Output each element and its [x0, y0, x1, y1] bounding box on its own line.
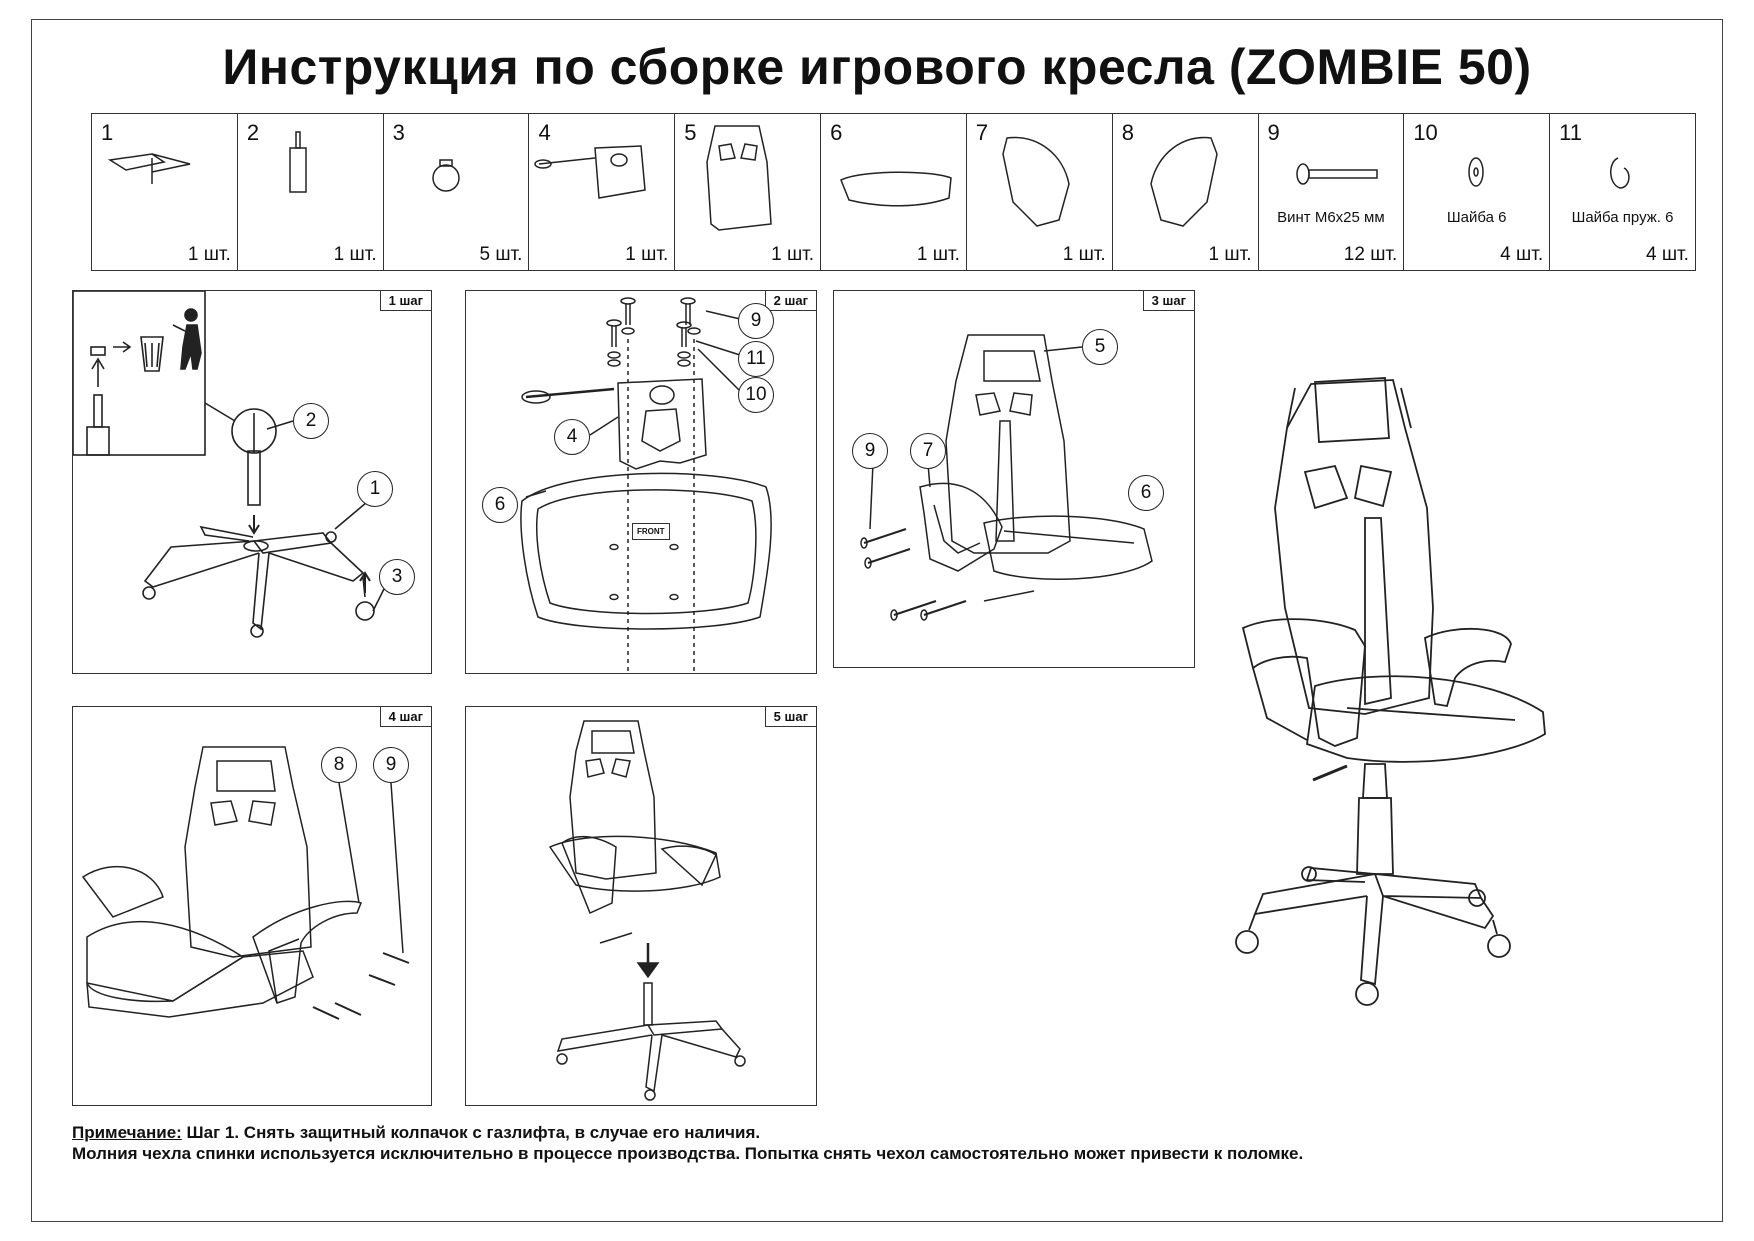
seat-icon — [840, 171, 952, 207]
front-label: FRONT — [632, 523, 670, 540]
part-caption: Шайба пруж. 6 — [1571, 209, 1674, 226]
parts-table: 1 1 шт. 2 1 шт. 3 5 шт. 4 1 шт. 5 1 шт. 6 1 шт. 7 1 ш… — [91, 113, 1696, 271]
armrest-left-icon — [1002, 136, 1070, 227]
part-cell: 6 1 шт. — [821, 114, 967, 270]
note-line-1: Шаг 1. Снять защитный колпачок с газлифт… — [181, 1123, 761, 1142]
part-quantity: 12 шт. — [1343, 244, 1398, 265]
part-quantity: 1 шт. — [187, 244, 231, 265]
part-number: 7 — [975, 120, 989, 145]
note-label: Примечание: — [72, 1123, 182, 1142]
callout-3: 3 — [379, 559, 415, 595]
step-3-panel: 3 шаг 5 9 7 6 — [833, 290, 1195, 668]
step-5-illustration — [548, 720, 746, 1101]
part-quantity: 1 шт. — [625, 244, 669, 265]
callout-6: 6 — [482, 487, 518, 523]
part-number: 1 — [101, 120, 114, 145]
part-number: 6 — [830, 120, 843, 145]
part-number: 5 — [684, 120, 697, 145]
callout-6: 6 — [1128, 475, 1164, 511]
washer-icon — [1468, 157, 1485, 187]
part-quantity: 4 шт. — [1500, 244, 1544, 265]
callout-1: 1 — [357, 471, 393, 507]
callout-11: 11 — [738, 341, 774, 377]
callout-9: 9 — [738, 303, 774, 339]
callout-8: 8 — [321, 747, 357, 783]
part-number: 8 — [1121, 120, 1134, 145]
part-quantity: 1 шт. — [1208, 244, 1252, 265]
gas-lift-icon — [289, 131, 307, 193]
step-label: 2 шаг — [764, 291, 816, 311]
callout-2: 2 — [293, 403, 329, 439]
part-cell: 5 1 шт. — [675, 114, 822, 270]
callout-7: 7 — [910, 433, 946, 469]
assembly-note: Примечание: Шаг 1. Снять защитный колпач… — [72, 1122, 1303, 1164]
step-3-illustration — [860, 334, 1153, 621]
armrest-right-icon — [1149, 136, 1218, 227]
part-cell: 3 5 шт. — [384, 114, 530, 270]
step-1-panel: 1 шаг — [72, 290, 432, 674]
spring-washer-icon — [1610, 157, 1630, 189]
part-cell: 1 1 шт. — [92, 114, 238, 270]
step-label: 4 шаг — [379, 707, 431, 727]
part-number: 4 — [538, 120, 551, 145]
assembled-chair-illustration — [1215, 368, 1635, 1078]
tilt-mechanism-icon — [534, 145, 647, 199]
callout-9: 9 — [373, 747, 409, 783]
callout-5: 5 — [1082, 329, 1118, 365]
part-number: 9 — [1267, 120, 1280, 145]
step-label: 5 шаг — [764, 707, 816, 727]
step-2-panel: 2 шаг — [465, 290, 817, 675]
caster-wheel-icon — [431, 159, 460, 192]
part-quantity: 1 шт. — [1062, 244, 1106, 265]
page-title: Инструкция по сборке игрового кресла (ZO… — [222, 39, 1532, 95]
step-label: 3 шаг — [1142, 291, 1194, 311]
part-quantity: 1 шт. — [916, 244, 960, 265]
part-cell: 4 1 шт. — [529, 114, 676, 270]
note-line-2: Молния чехла спинки используется исключи… — [72, 1144, 1304, 1163]
step-4-illustration — [81, 746, 410, 1020]
step-5-panel: 5 шаг — [465, 706, 817, 1106]
backrest-icon — [706, 125, 773, 231]
step-2-illustration — [520, 297, 772, 675]
step-1-illustration — [73, 291, 386, 638]
part-cell: 8 1 шт. — [1113, 114, 1259, 270]
bolt-icon — [1295, 163, 1378, 185]
part-cell: 7 1 шт. — [967, 114, 1113, 270]
part-quantity: 5 шт. — [479, 244, 523, 265]
part-number: 10 — [1413, 120, 1438, 145]
part-number: 2 — [246, 120, 260, 145]
star-base-icon — [107, 153, 191, 184]
step-label: 1 шаг — [379, 291, 431, 311]
part-caption: Винт М6х25 мм — [1277, 209, 1385, 226]
part-number: 3 — [392, 120, 405, 145]
part-quantity: 1 шт. — [333, 244, 377, 265]
part-caption: Шайба 6 — [1446, 209, 1507, 226]
part-quantity: 4 шт. — [1645, 244, 1689, 265]
callout-10: 10 — [738, 377, 774, 413]
page-frame — [31, 19, 1723, 1222]
callout-4: 4 — [554, 419, 590, 455]
part-number: 11 — [1559, 120, 1582, 145]
step-4-panel: 4 шаг 8 9 — [72, 706, 432, 1106]
part-quantity: 1 шт. — [771, 244, 815, 265]
callout-9: 9 — [852, 433, 888, 469]
part-cell: 2 1 шт. — [238, 114, 384, 270]
